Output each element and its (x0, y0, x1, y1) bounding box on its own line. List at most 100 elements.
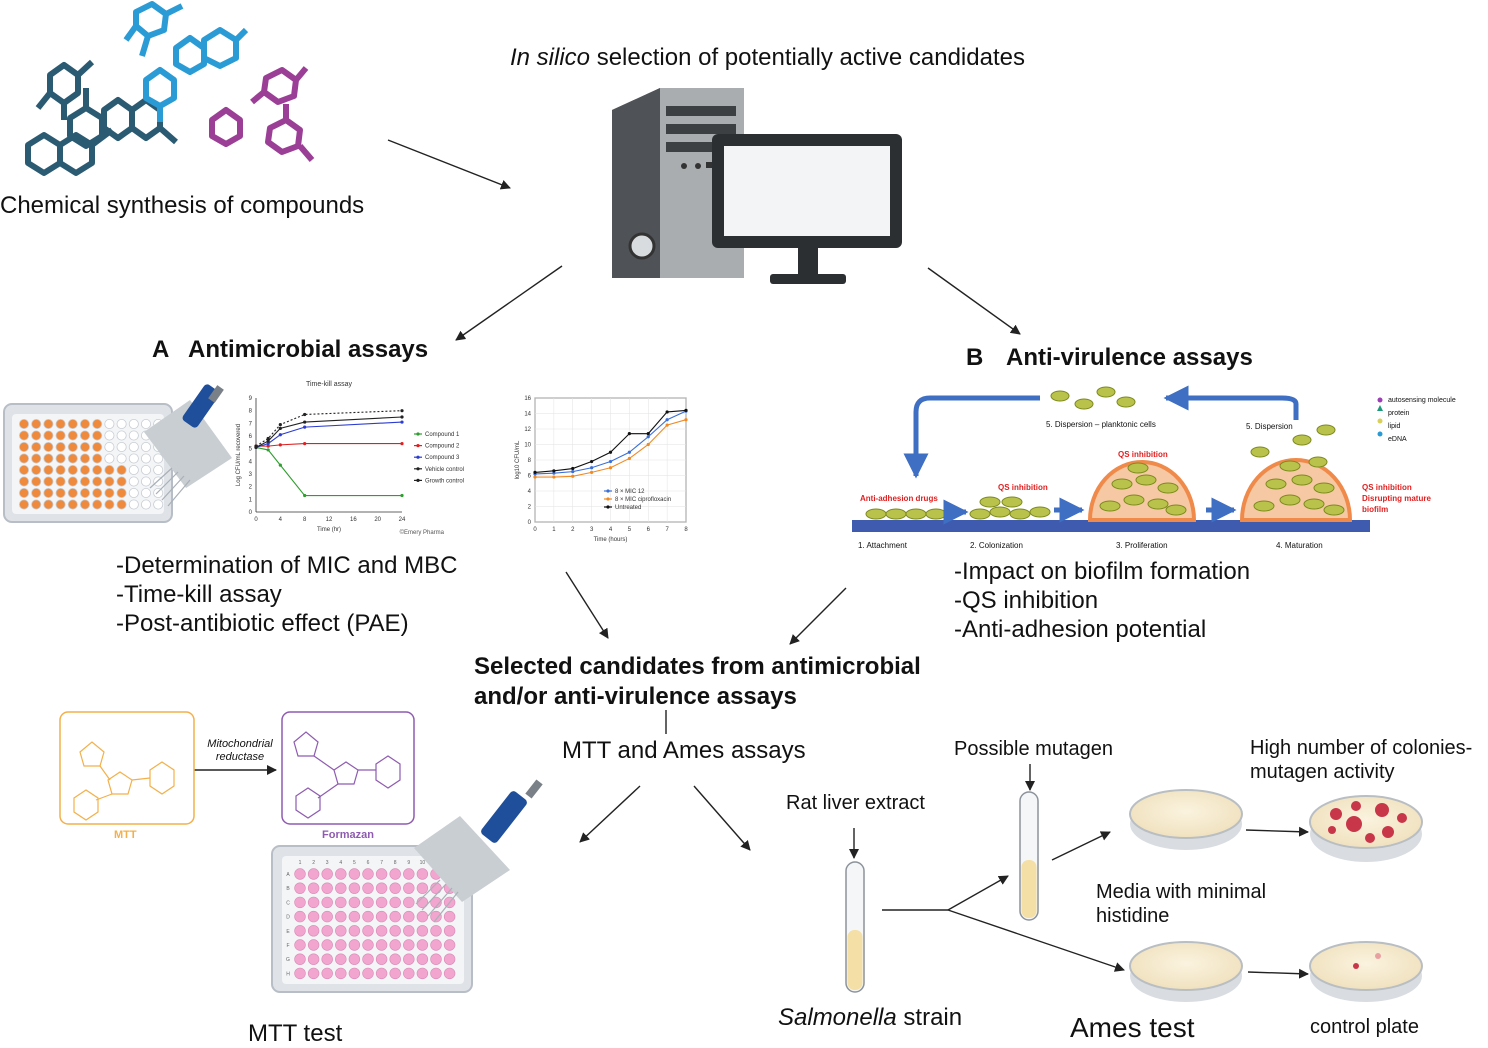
plate-well (67, 453, 78, 464)
plate-well (128, 499, 139, 510)
plate-well (348, 939, 361, 951)
y-tick-label: 2 (528, 505, 532, 511)
plate-well (403, 967, 415, 980)
plate-well (321, 882, 333, 894)
test-tube-mutagen (1019, 791, 1039, 921)
plate-well (104, 430, 115, 441)
plate-well (92, 464, 103, 475)
plate-well (80, 430, 91, 441)
x-tick-label: 5 (628, 527, 632, 533)
plate-well (403, 953, 415, 965)
plate-well (307, 868, 320, 880)
media-line-2: histidine (1096, 905, 1170, 927)
mtt-structure (59, 711, 195, 825)
section-a-title: Antimicrobial assays (188, 336, 429, 363)
plate-column-label: 2 (312, 860, 315, 866)
x-tick-label: 8 (684, 527, 688, 533)
x-tick-label: 16 (350, 517, 357, 523)
plate-well (104, 418, 115, 429)
plate-well (375, 939, 388, 951)
plate-well (18, 441, 29, 452)
plate-well (128, 430, 139, 441)
plate-well (403, 896, 415, 909)
plate-well (128, 453, 139, 464)
plate-well (389, 939, 401, 951)
plate-row-label: G (286, 957, 290, 963)
plate-well (389, 953, 401, 965)
data-point (627, 450, 631, 454)
plate-well (43, 464, 54, 475)
section-b-bullet-1: -Impact on biofilm formation (954, 558, 1251, 585)
y-tick-label: 1 (249, 497, 253, 503)
data-point (665, 410, 669, 414)
legend-marker (606, 489, 610, 493)
data-point (266, 436, 270, 441)
plate-column-label: 9 (407, 860, 410, 866)
plate-well (104, 453, 115, 464)
data-point (266, 448, 270, 452)
plate-well (80, 441, 91, 452)
x-tick-label: 0 (533, 527, 537, 533)
plate-well (104, 441, 115, 452)
plate-well (153, 499, 164, 510)
plate-well (55, 499, 66, 510)
well-plate-pink: 123456789101112ABCDEFGH (271, 845, 473, 993)
x-tick-label: 3 (590, 527, 594, 533)
plate-well (67, 464, 78, 475)
plate-well (389, 882, 401, 894)
legend-autosensing: autosensing molecule (1388, 397, 1456, 404)
high-colonies-line-1: High number of colonies- (1250, 737, 1473, 759)
y-tick-label: 6 (528, 474, 532, 480)
plate-well (335, 896, 347, 909)
y-tick-label: 7 (249, 421, 253, 427)
y-tick-label: 4 (528, 489, 532, 495)
plate-well (348, 896, 361, 909)
molecule-blue-1 (123, 1, 184, 57)
plate-well (92, 499, 103, 510)
plate-well (403, 910, 415, 923)
data-point (400, 415, 404, 419)
x-tick-label: 4 (279, 517, 283, 523)
x-tick-label: 4 (609, 527, 613, 533)
enzyme-line-1: Mitochondrial (207, 738, 273, 750)
data-point (400, 409, 404, 413)
section-b-letter: B (966, 344, 984, 371)
plate-well (443, 910, 456, 923)
plate-well (43, 441, 54, 452)
plate-well (104, 499, 115, 510)
formazan-label: Formazan (322, 829, 374, 841)
plate-well (294, 868, 306, 880)
stage-3-label: 3. Proliferation (1116, 541, 1168, 550)
plate-well (348, 925, 361, 937)
plate-well (335, 939, 347, 951)
legend-lipid: lipid (1388, 423, 1401, 430)
plate-well (92, 487, 103, 498)
plate-row-label: A (286, 872, 290, 878)
x-tick-label: 12 (326, 517, 333, 523)
salmonella-rest: strain (896, 1004, 963, 1031)
section-b-title: Anti-virulence assays (1006, 344, 1253, 371)
plate-well (18, 418, 29, 429)
plate-well (128, 487, 139, 498)
data-point (684, 408, 688, 412)
plate-column-label: 6 (367, 860, 370, 866)
data-point (303, 493, 307, 498)
data-point (552, 471, 556, 475)
plate-well (307, 896, 320, 909)
plate-row-label: C (286, 900, 290, 906)
plate-row-label: D (286, 915, 290, 921)
petri-dish-plain (1129, 789, 1243, 850)
plate-well (153, 464, 164, 475)
x-axis-label: Time (hr) (317, 527, 341, 533)
plate-well (67, 418, 78, 429)
plate-column-label: 8 (394, 860, 397, 866)
y-tick-label: 5 (249, 447, 253, 453)
plate-row-label: E (286, 929, 290, 935)
stage-2-label: 2. Colonization (970, 541, 1023, 550)
plate-well (321, 868, 333, 880)
data-point (608, 466, 613, 470)
selected-candidates: Selected candidates from antimicrobial a… (474, 652, 921, 712)
data-point (303, 442, 307, 446)
plate-well (80, 487, 91, 498)
plate-well (443, 925, 456, 937)
